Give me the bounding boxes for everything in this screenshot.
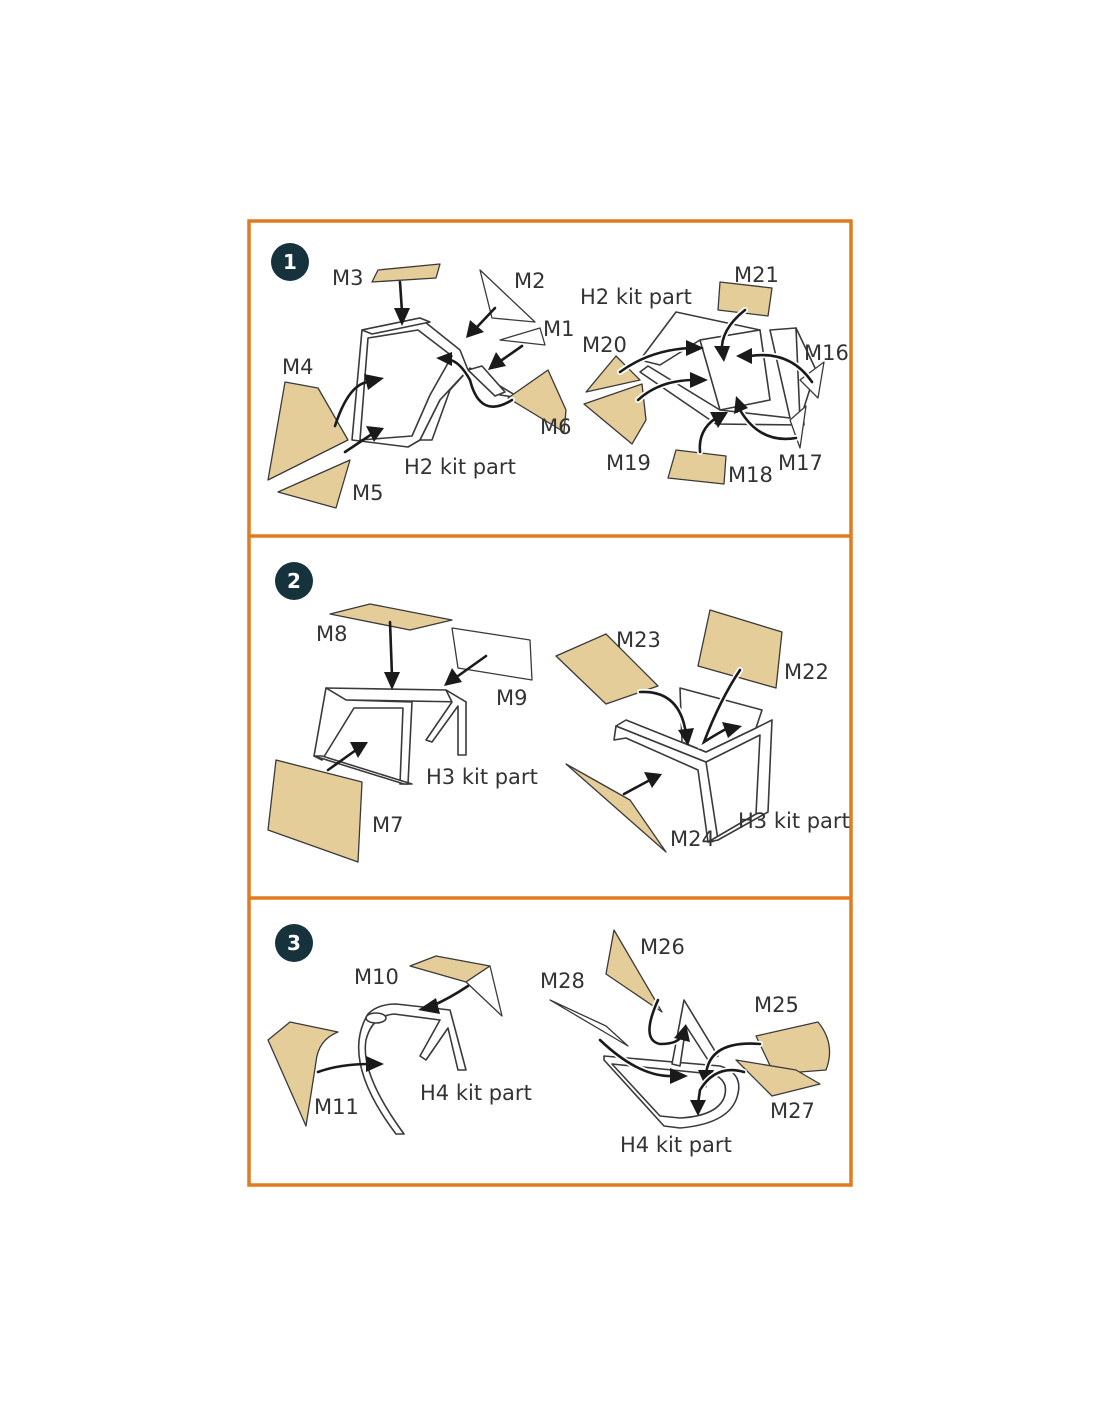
label-m21: M21 [734,263,779,287]
part-m6 [507,369,567,433]
part-m24 [565,763,667,853]
label-m6: M6 [540,415,571,439]
label-kit-h4-right: H4 kit part [620,1133,732,1157]
step-1: 1 [267,243,849,509]
label-m4: M4 [282,355,313,379]
part-m25 [755,1021,831,1075]
label-m3: M3 [332,266,363,290]
label-kit-h2-left: H2 kit part [404,455,516,479]
h2-kit-part-left [351,317,521,448]
label-kit-h3-left: H3 kit part [426,765,538,789]
step-3-arrows [316,984,763,1116]
part-m19 [583,383,647,445]
label-m20: M20 [582,333,627,357]
label-m9: M9 [496,686,527,710]
h4-kit-part-right [603,999,740,1129]
step-2-number: 2 [287,569,301,593]
label-m5: M5 [352,481,383,505]
label-m18: M18 [728,463,773,487]
label-m1: M1 [543,317,574,341]
label-m17: M17 [778,451,823,475]
part-m7 [267,759,363,863]
label-m10: M10 [354,965,399,989]
part-m5 [277,459,351,509]
label-m24: M24 [670,827,715,851]
h4-kit-part-left [357,1003,467,1135]
part-m10-wing [465,965,503,1017]
label-kit-h3-right: H3 kit part [738,809,850,833]
part-m23 [555,633,659,705]
step-3: 3 M10 [267,924,831,1157]
label-kit-h4-left: H4 kit part [420,1081,532,1105]
label-m27: M27 [770,1099,815,1123]
step-2-arrows [326,620,743,796]
part-m17 [789,405,807,449]
step-3-badge [275,924,313,962]
part-m28 [549,999,629,1047]
part-m1 [499,327,546,346]
label-m16: M16 [804,341,849,365]
panel-frame [247,219,853,1187]
part-m22 [697,609,783,689]
step-3-number: 3 [287,931,301,955]
part-m3 [371,263,441,283]
part-m11 [267,1021,339,1127]
part-m27 [735,1059,821,1097]
label-m26: M26 [640,935,685,959]
step-1-number: 1 [283,250,297,274]
label-m7: M7 [372,813,403,837]
label-m11: M11 [314,1095,359,1119]
step-1-arrows [333,280,815,455]
step-2-badge [275,562,313,600]
label-m25: M25 [754,993,799,1017]
label-m8: M8 [316,622,347,646]
step-2: 2 M8 M9 [267,562,850,863]
part-m4 [267,381,349,481]
label-m19: M19 [606,451,651,475]
label-m2: M2 [514,269,545,293]
label-m23: M23 [616,628,661,652]
label-kit-h2-right: H2 kit part [580,285,692,309]
part-m8 [329,603,453,631]
part-m21 [717,281,773,317]
label-m28: M28 [540,969,585,993]
part-m18 [667,449,727,485]
step-1-badge [271,243,309,281]
label-m22: M22 [784,660,829,684]
h3-kit-part-right [613,687,773,843]
part-m26 [605,929,663,1013]
